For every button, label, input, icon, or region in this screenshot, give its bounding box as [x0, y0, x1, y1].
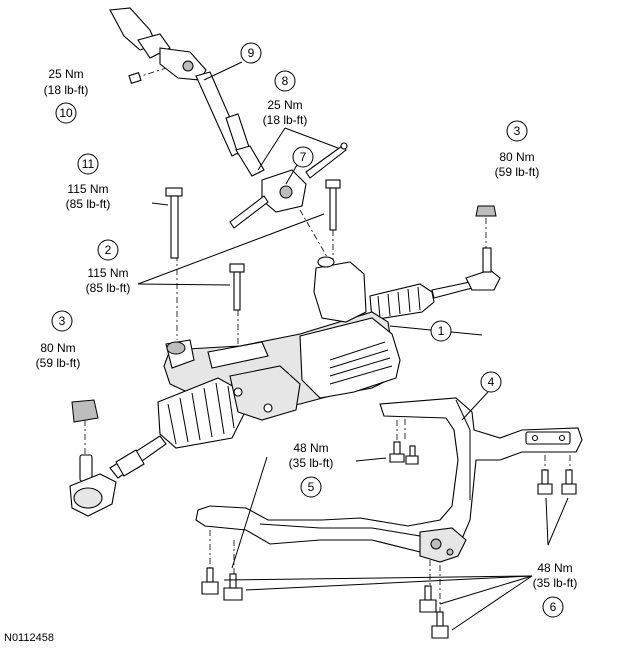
torque-lbft: (18 lb-ft)	[44, 83, 89, 97]
torque-nm: 115 Nm	[67, 182, 108, 196]
callout-number: 11	[82, 157, 95, 171]
torque-nm: 115 Nm	[87, 266, 128, 280]
callout-5: 48 Nm (35 lb-ft) 5	[289, 441, 334, 498]
callout-2: 2 115 Nm (85 lb-ft)	[86, 239, 131, 295]
left-tie-rod-end	[69, 454, 117, 517]
torque-nm: 48 Nm	[537, 561, 572, 575]
callout-1: 1	[430, 320, 452, 342]
callout-number: 9	[248, 46, 255, 60]
torque-nm: 25 Nm	[48, 67, 83, 81]
shaft-coupling	[229, 142, 348, 229]
torque-lbft: (85 lb-ft)	[86, 281, 131, 295]
callout-9: 9	[240, 42, 262, 64]
torque-nm: 80 Nm	[499, 150, 534, 164]
callout-number: 1	[438, 324, 445, 338]
torque-lbft: (35 lb-ft)	[533, 576, 578, 590]
torque-nm: 48 Nm	[293, 441, 328, 455]
callout-number: 4	[488, 375, 495, 389]
steering-gear	[109, 247, 501, 479]
callout-number: 3	[59, 314, 66, 328]
callout-number: 2	[105, 243, 112, 257]
callout-6: 48 Nm (35 lb-ft) 6	[533, 561, 578, 618]
callout-8: 8 25 Nm (18 lb-ft)	[263, 70, 308, 127]
callout-7: 7	[292, 146, 314, 168]
torque-nm: 25 Nm	[267, 98, 302, 112]
intermediate-shaft	[109, 7, 265, 177]
torque-lbft: (35 lb-ft)	[289, 456, 334, 470]
subframe	[195, 397, 583, 563]
callout-number: 5	[308, 480, 315, 494]
callout-number: 8	[282, 74, 289, 88]
callout-number: 7	[300, 150, 307, 164]
torque-lbft: (85 lb-ft)	[66, 197, 111, 211]
torque-lbft: (59 lb-ft)	[495, 165, 540, 179]
torque-nm: 80 Nm	[40, 341, 75, 355]
callout-4: 4	[480, 371, 502, 393]
callout-11: 11 115 Nm (85 lb-ft)	[66, 153, 111, 211]
callout-10: 25 Nm (18 lb-ft) 10	[44, 67, 89, 124]
callout-3-left: 3 80 Nm (59 lb-ft)	[36, 310, 81, 370]
torque-lbft: (59 lb-ft)	[36, 356, 81, 370]
callout-number: 3	[514, 124, 521, 138]
torque-lbft: (18 lb-ft)	[263, 113, 308, 127]
callout-number: 6	[550, 600, 557, 614]
figure-id: N0112458	[4, 632, 54, 644]
callout-3-right: 3 80 Nm (59 lb-ft)	[495, 120, 540, 179]
callout-number: 10	[59, 106, 73, 120]
bolts	[71, 71, 577, 639]
